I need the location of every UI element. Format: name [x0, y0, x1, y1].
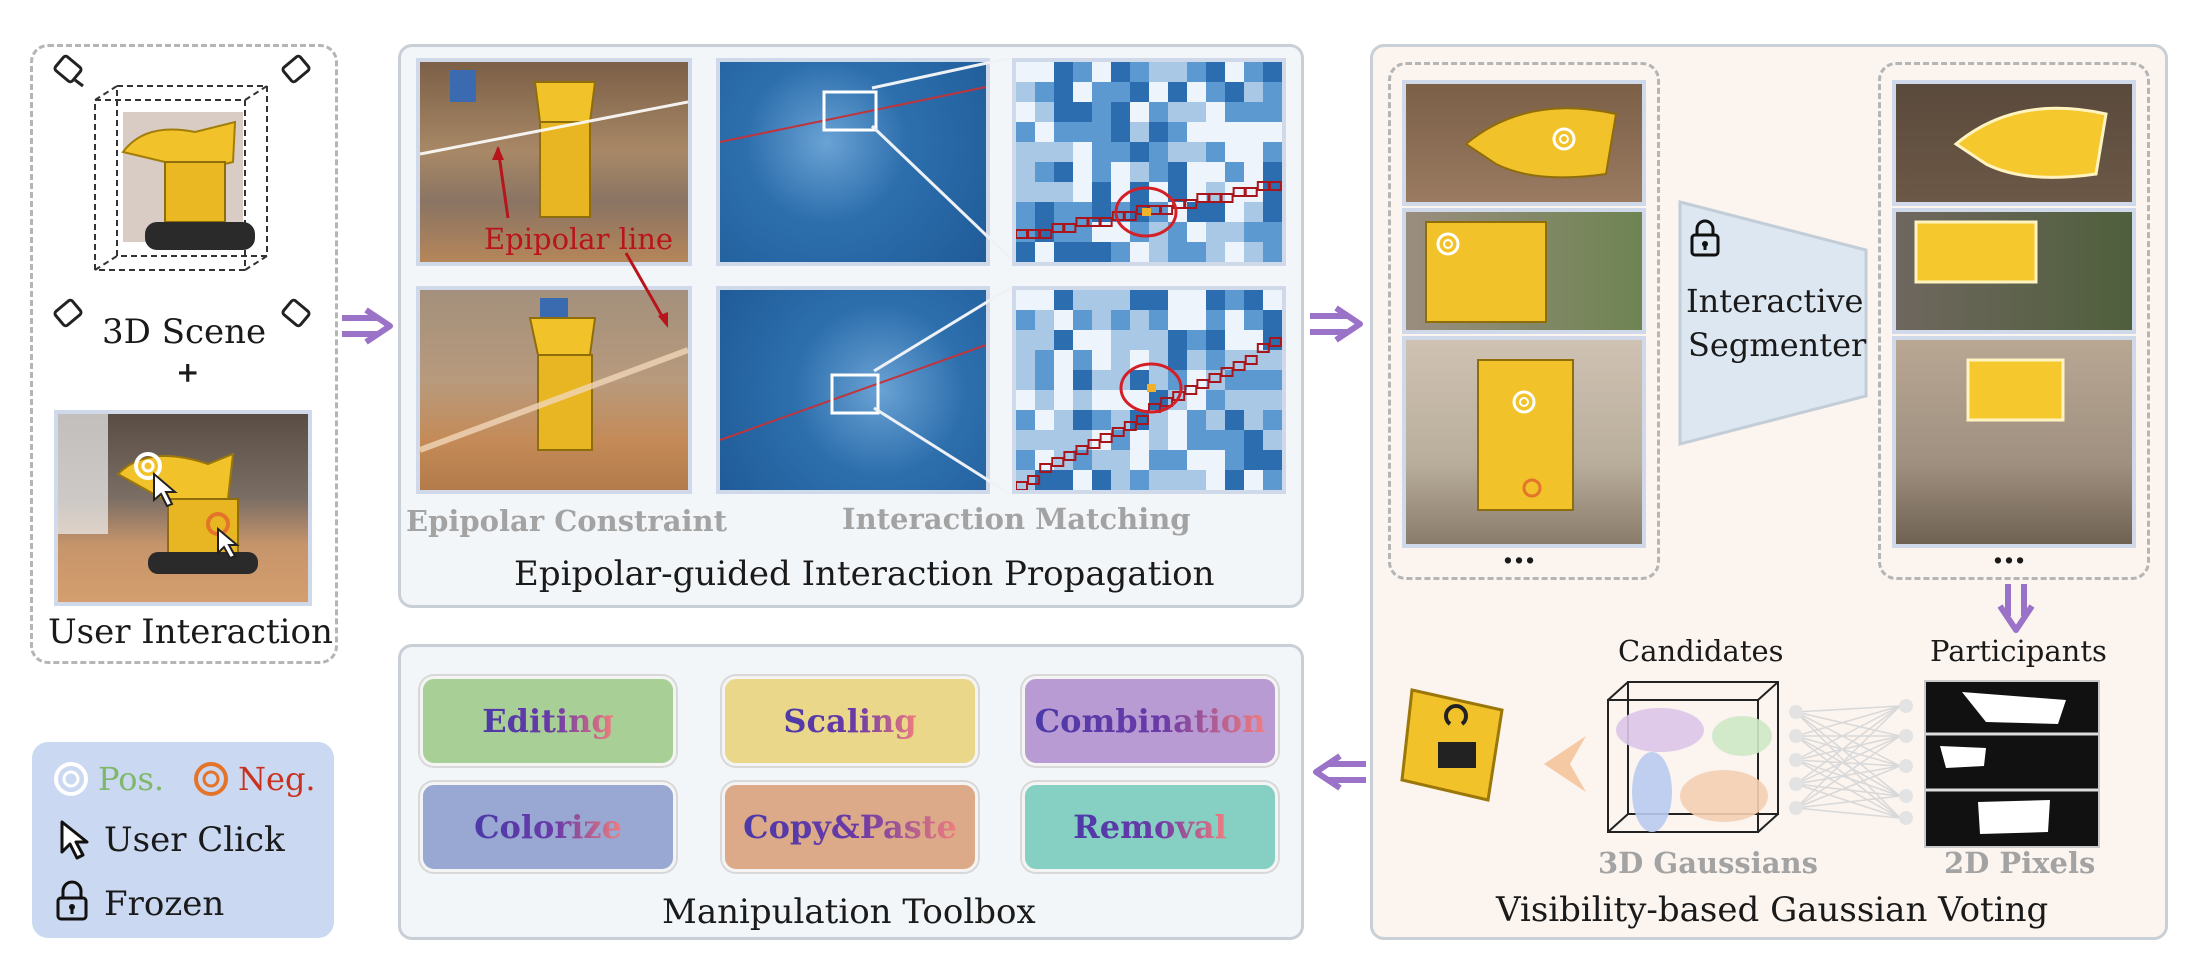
flow-arrow [342, 307, 393, 345]
camera-icon [281, 54, 311, 84]
segmented-object-result [1400, 688, 1504, 802]
zoom-connectors [870, 58, 1012, 494]
chevron-left-icon [1544, 736, 1586, 792]
tool-editing[interactable]: Editing [420, 676, 676, 766]
input-panel [30, 44, 338, 664]
lock-icon [56, 880, 88, 921]
user-interaction-image [54, 410, 312, 606]
gaussians-cube [1607, 681, 1779, 833]
segment-view-3 [1402, 336, 1646, 548]
segmented-views-group [1878, 62, 2150, 580]
feature-map-top [716, 58, 990, 266]
tool-combination[interactable]: Combination [1022, 676, 1278, 766]
tool-copy-paste[interactable]: Copy&Paste [722, 782, 978, 872]
view-image-bottom [416, 286, 692, 494]
ellipsis-right: … [1992, 532, 2026, 572]
mask-view-2 [1892, 208, 2136, 334]
voting-title: Visibility-based Gaussian Voting [1496, 890, 2049, 930]
candidates-label: Candidates [1618, 634, 1784, 668]
camera-icon [53, 54, 84, 88]
mask-view-1 [1892, 80, 2136, 206]
user-interaction-label: User Interaction [48, 612, 333, 652]
segment-view-1 [1402, 80, 1646, 206]
segment-view-2 [1402, 208, 1646, 334]
interaction-matching-label: Interaction Matching [842, 502, 1191, 536]
cursor-icon [217, 526, 240, 560]
scene-illustration [53, 54, 311, 328]
legend-pos: Pos. [98, 760, 165, 798]
tool-scaling[interactable]: Scaling [722, 676, 978, 766]
epipolar-constraint-label: Epipolar Constraint [406, 504, 727, 538]
view-image-top [416, 58, 692, 266]
legend-neg: Neg. [238, 760, 316, 798]
gaussians-label: 3D Gaussians [1598, 846, 1818, 880]
segmenter-block [1678, 200, 1868, 446]
pixels-label: 2D Pixels [1944, 846, 2096, 880]
participants-label: Participants [1930, 634, 2107, 668]
camera-icon [281, 298, 311, 328]
input-views-group [1388, 62, 1660, 580]
cursor-icon [153, 471, 178, 508]
mask-view-3 [1892, 336, 2136, 548]
propagation-title: Epipolar-guided Interaction Propagation [514, 554, 1215, 594]
zoomed-patch-top [1012, 58, 1286, 266]
cursor-icon [60, 820, 89, 860]
flow-arrow [1310, 305, 1363, 343]
flow-arrow [1997, 584, 2035, 633]
tool-colorize[interactable]: Colorize [420, 782, 676, 872]
tool-removal[interactable]: Removal [1022, 782, 1278, 872]
segmenter-label-line2: Segmenter [1688, 326, 1867, 364]
camera-icon [53, 298, 83, 328]
voting-network [1789, 699, 1913, 825]
flow-arrow [1313, 753, 1366, 791]
legend-frozen: Frozen [104, 884, 225, 924]
ellipsis-left: … [1502, 532, 1536, 572]
zoomed-patch-bottom [1012, 286, 1286, 494]
toolbox-title: Manipulation Toolbox [662, 892, 1036, 932]
segmenter-label-line1: Interactive [1686, 282, 1864, 320]
pixel-mask-stack [1924, 680, 2100, 848]
pos-marker-icon [54, 762, 88, 796]
epipolar-annotation-arrows [492, 146, 668, 328]
scene-label: 3D Scene [102, 312, 267, 352]
neg-marker-icon [194, 762, 228, 796]
legend-click: User Click [104, 820, 285, 860]
feature-map-bottom [716, 286, 990, 494]
epipolar-line-label: Epipolar line [484, 222, 674, 256]
plus-sign: + [176, 356, 200, 389]
lock-icon [1690, 219, 1720, 257]
